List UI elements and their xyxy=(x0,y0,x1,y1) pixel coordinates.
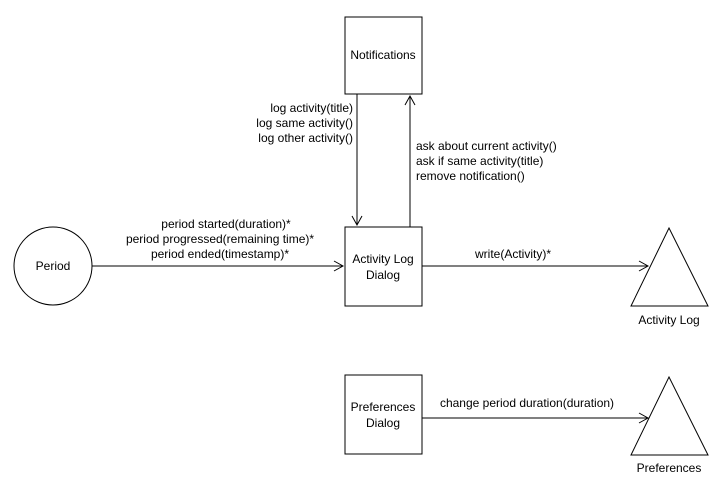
edge-label: period ended(timestamp)* xyxy=(151,247,289,261)
edge-label: log other activity() xyxy=(258,131,353,145)
arrowhead-icon xyxy=(638,260,650,272)
preferences-dialog-node: Preferences Dialog xyxy=(344,374,423,455)
preferences-store-label: Preferences xyxy=(637,461,702,475)
edge-label: remove notification() xyxy=(416,169,525,183)
edge-label: ask about current activity() xyxy=(416,139,557,153)
preferences-dialog-label-line2: Dialog xyxy=(366,416,400,430)
activity-log-store-label: Activity Log xyxy=(638,313,699,327)
edge-period-to-dialog: period started(duration)* period progres… xyxy=(92,217,345,272)
edge-label: period progressed(remaining time)* xyxy=(126,232,314,246)
notifications-node: Notifications xyxy=(344,16,423,95)
arrowhead-icon xyxy=(638,412,650,424)
edge-label: change period duration(duration) xyxy=(440,396,614,410)
edge-label: log activity(title) xyxy=(270,101,353,115)
activity-log-dialog-label-line2: Dialog xyxy=(366,268,400,282)
notifications-label: Notifications xyxy=(350,48,415,62)
edge-label: write(Activity)* xyxy=(474,247,551,261)
preferences-dialog-label-line1: Preferences xyxy=(351,400,416,414)
edge-notifications-to-dialog: log activity(title) log same activity() … xyxy=(256,94,363,227)
activity-log-store-node: Activity Log xyxy=(630,226,709,327)
edge-dialog-to-notifications: ask about current activity() ask if same… xyxy=(404,94,557,227)
period-node: Period xyxy=(13,226,93,306)
edge-label: log same activity() xyxy=(256,116,353,130)
preferences-store-node: Preferences xyxy=(630,375,709,475)
edge-preferences-dialog-to-store: change period duration(duration) xyxy=(422,396,650,424)
arrowhead-icon xyxy=(404,94,416,106)
activity-log-dialog-label-line1: Activity Log xyxy=(352,252,413,266)
arrowhead-icon xyxy=(351,215,363,227)
period-label: Period xyxy=(36,259,71,273)
arrowhead-icon xyxy=(333,260,345,272)
edge-label: period started(duration)* xyxy=(161,217,291,231)
edge-label: ask if same activity(title) xyxy=(416,154,543,168)
activity-log-dialog-node: Activity Log Dialog xyxy=(344,226,423,307)
edge-dialog-to-activity-log: write(Activity)* xyxy=(422,247,650,272)
